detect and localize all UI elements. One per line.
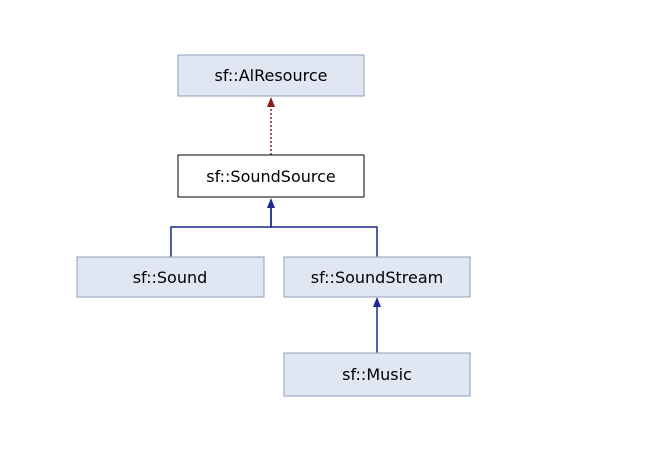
arrowhead-blue-icon [267,198,275,208]
node-label: sf::Sound [133,268,208,287]
edge-sound-to-soundsource [170,208,272,257]
node-label: sf::SoundStream [311,268,443,287]
node-label: sf::AlResource [215,66,328,85]
node-sound[interactable]: sf::Sound [76,256,265,298]
node-airesource[interactable]: sf::AlResource [177,54,365,97]
edge-soundsource-to-airesource [267,97,275,155]
node-soundsource: sf::SoundSource [177,154,365,198]
edge-music-to-soundstream [373,297,381,353]
node-label: sf::SoundSource [206,167,336,186]
arrowhead-red-icon [267,97,275,107]
node-soundstream[interactable]: sf::SoundStream [283,256,471,298]
node-label: sf::Music [342,365,412,384]
arrowhead-blue-icon [373,297,381,307]
edge-soundstream-to-soundsource [267,198,378,257]
node-music[interactable]: sf::Music [283,352,471,397]
